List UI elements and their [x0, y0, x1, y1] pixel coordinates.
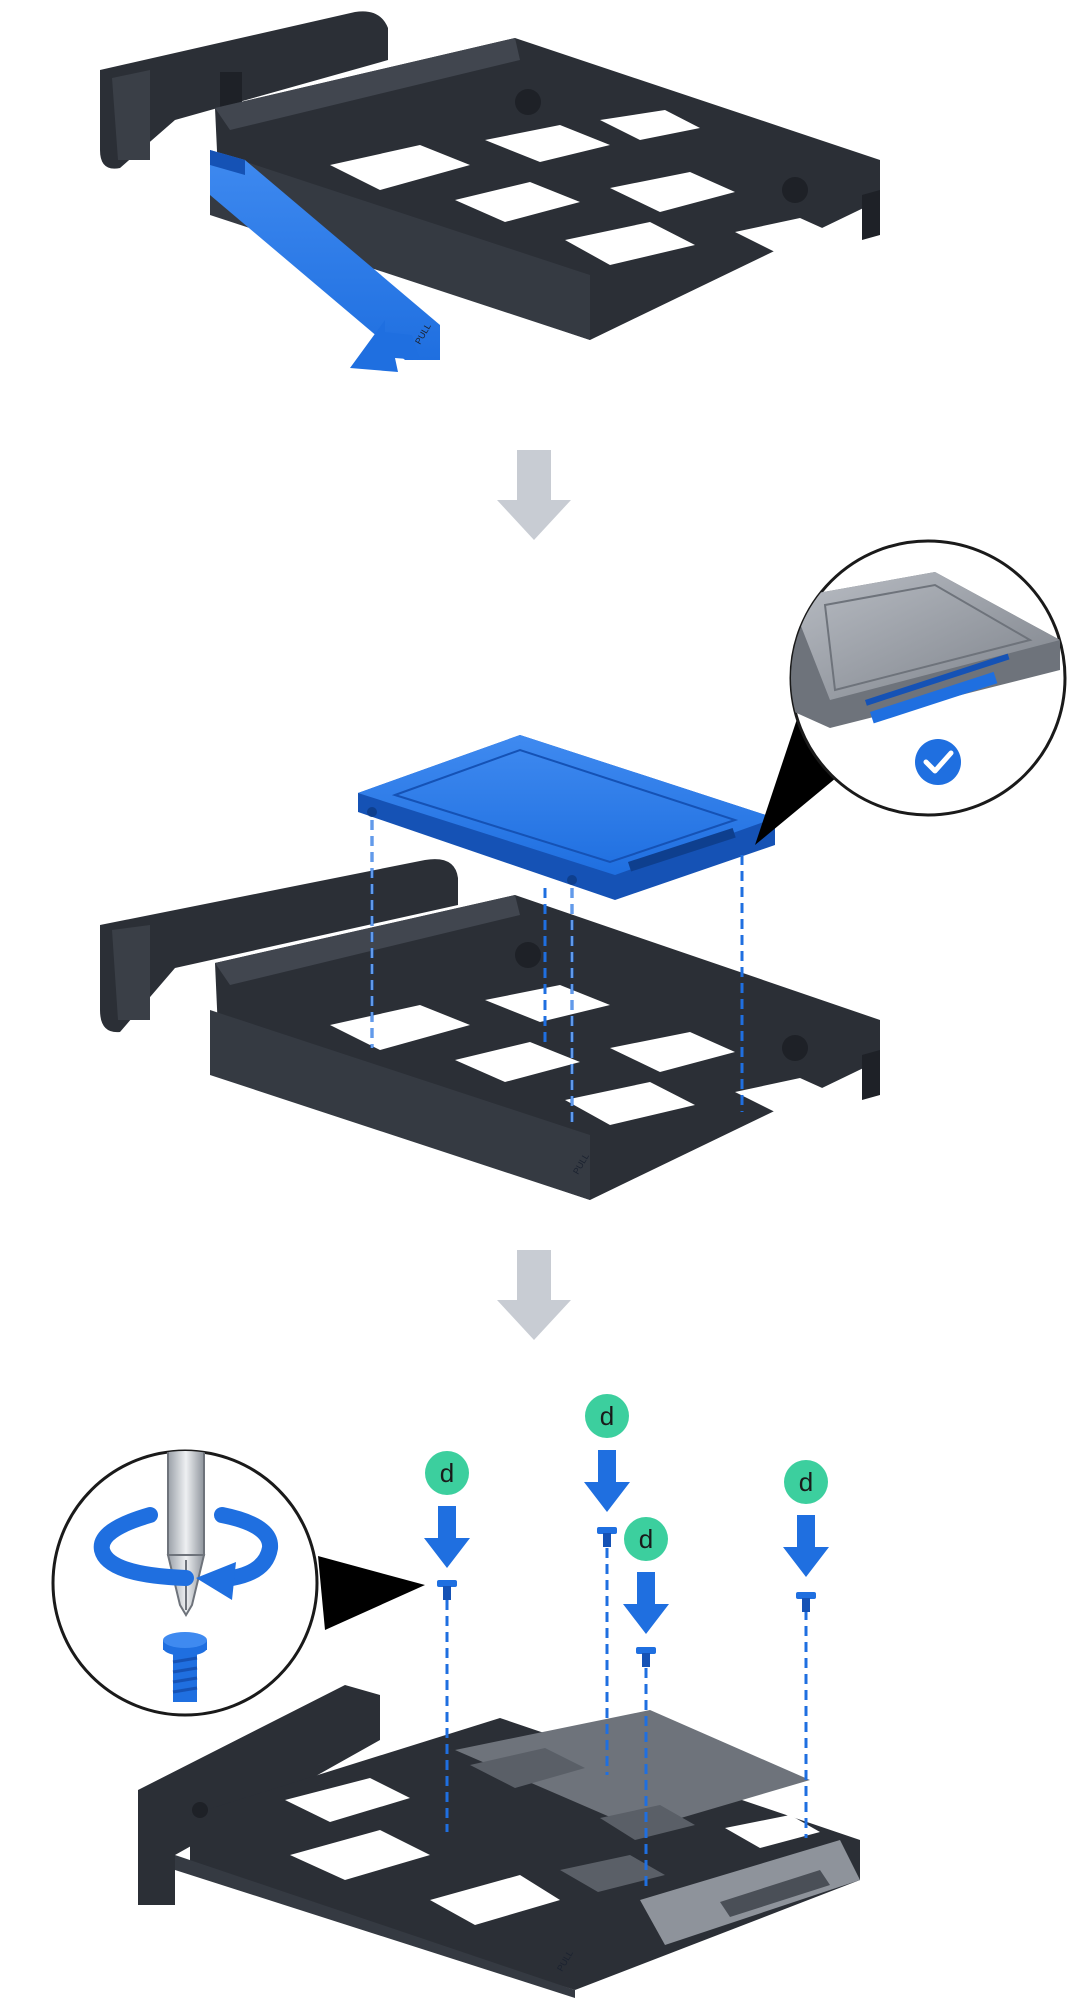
down-arrow-icon	[424, 1506, 470, 1568]
screw-4: d	[783, 1460, 829, 1612]
side-rail: PULL	[210, 150, 440, 360]
drive-tray-3: PULL	[138, 1685, 860, 1998]
screw-icon	[636, 1647, 656, 1654]
screw-icon	[437, 1580, 457, 1587]
screw-badge-label: d	[600, 1401, 614, 1431]
screw-set: d d d	[424, 1394, 829, 1667]
checkmark-icon	[915, 739, 961, 785]
screw-icon	[597, 1527, 617, 1534]
rotate-icon	[93, 1507, 278, 1600]
down-arrow-icon	[584, 1450, 630, 1512]
screw-icon	[796, 1592, 816, 1599]
screw-badge	[784, 1460, 828, 1504]
screw-2: d	[584, 1394, 630, 1547]
screw-badge	[585, 1394, 629, 1438]
drive-tray-1	[100, 11, 880, 340]
drive	[358, 735, 775, 900]
screw-icon	[163, 1632, 207, 1702]
alignment-guides-white	[371, 820, 573, 1125]
step-arrow-icon	[497, 450, 571, 540]
down-arrow-icon	[783, 1515, 829, 1577]
zoom-pointer	[318, 1556, 425, 1630]
screw-badge	[425, 1451, 469, 1495]
step-3-fasten-screws: PULL d d	[51, 1394, 860, 1998]
drive-tray-2: PULL	[100, 859, 880, 1200]
screw-badge-label: d	[639, 1524, 653, 1554]
screw-3: d	[623, 1517, 669, 1667]
zoom-callout-screwdriver	[51, 1449, 319, 1717]
step-2-place-drive: PULL	[100, 539, 1067, 1200]
screw-badge	[624, 1517, 668, 1561]
step-1-remove-rail: PULL	[100, 11, 880, 372]
screw-guides	[445, 1548, 808, 1892]
step-arrow-icon	[497, 1250, 571, 1340]
screw-badge-label: d	[799, 1467, 813, 1497]
down-arrow-icon	[623, 1572, 669, 1634]
arrow-left-icon	[350, 320, 420, 372]
zoom-callout-connector	[789, 539, 1067, 817]
screw-badge-label: d	[440, 1458, 454, 1488]
screw-1: d	[424, 1451, 470, 1600]
